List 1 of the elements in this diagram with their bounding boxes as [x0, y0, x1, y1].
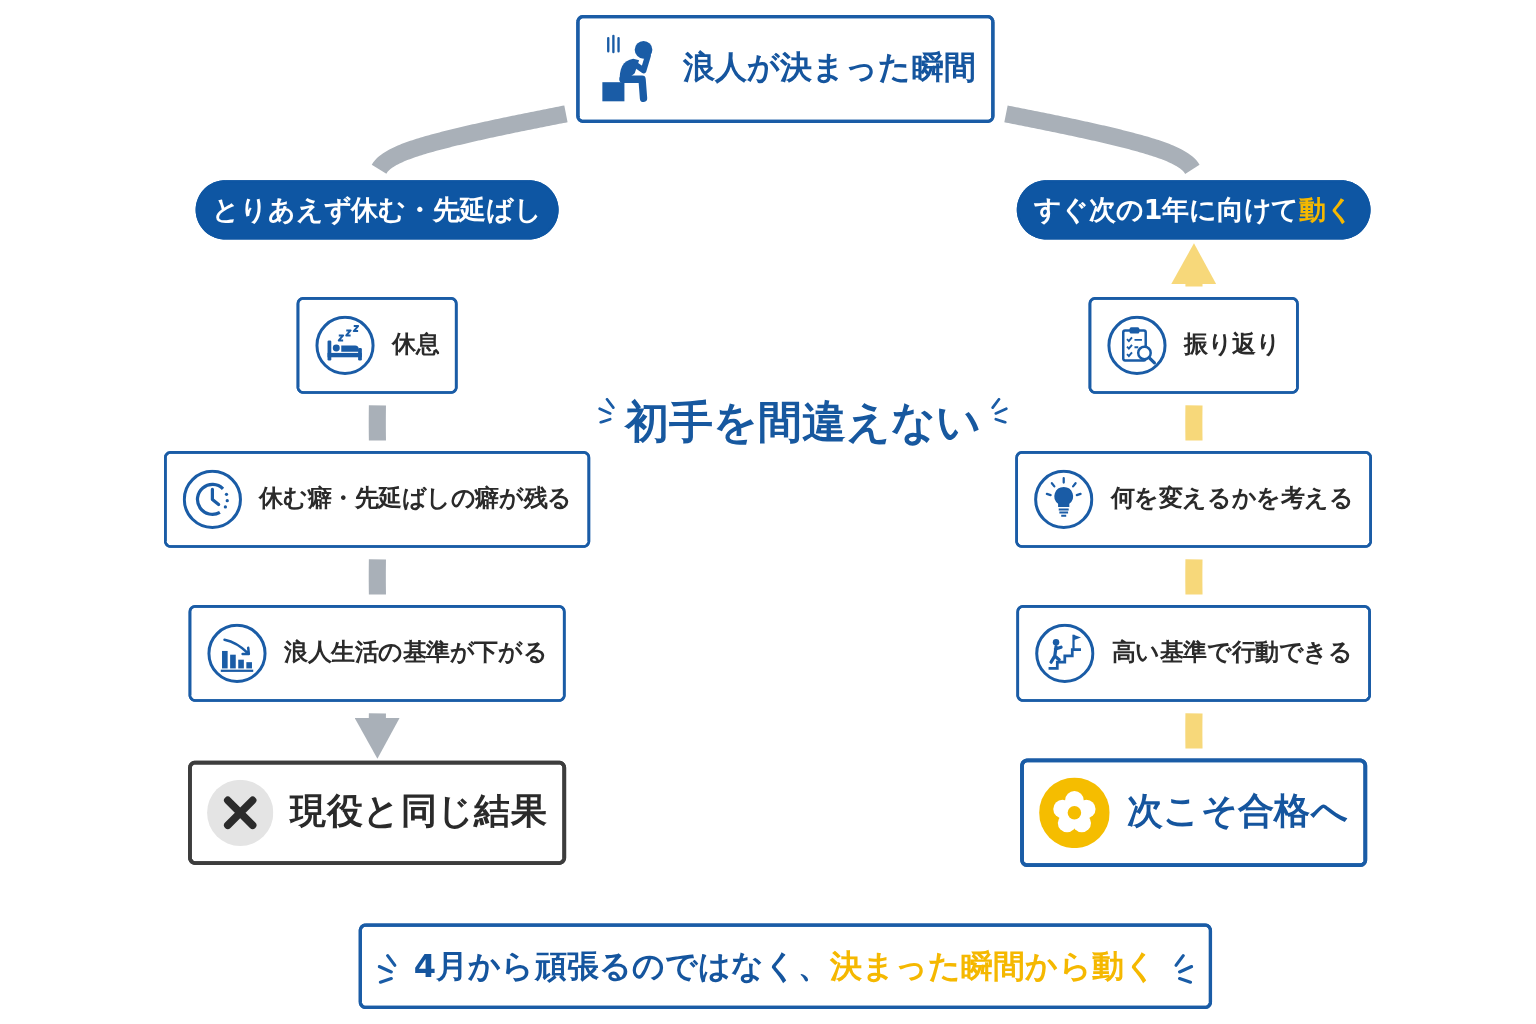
- headline-text: 初手を間違えない: [624, 398, 981, 447]
